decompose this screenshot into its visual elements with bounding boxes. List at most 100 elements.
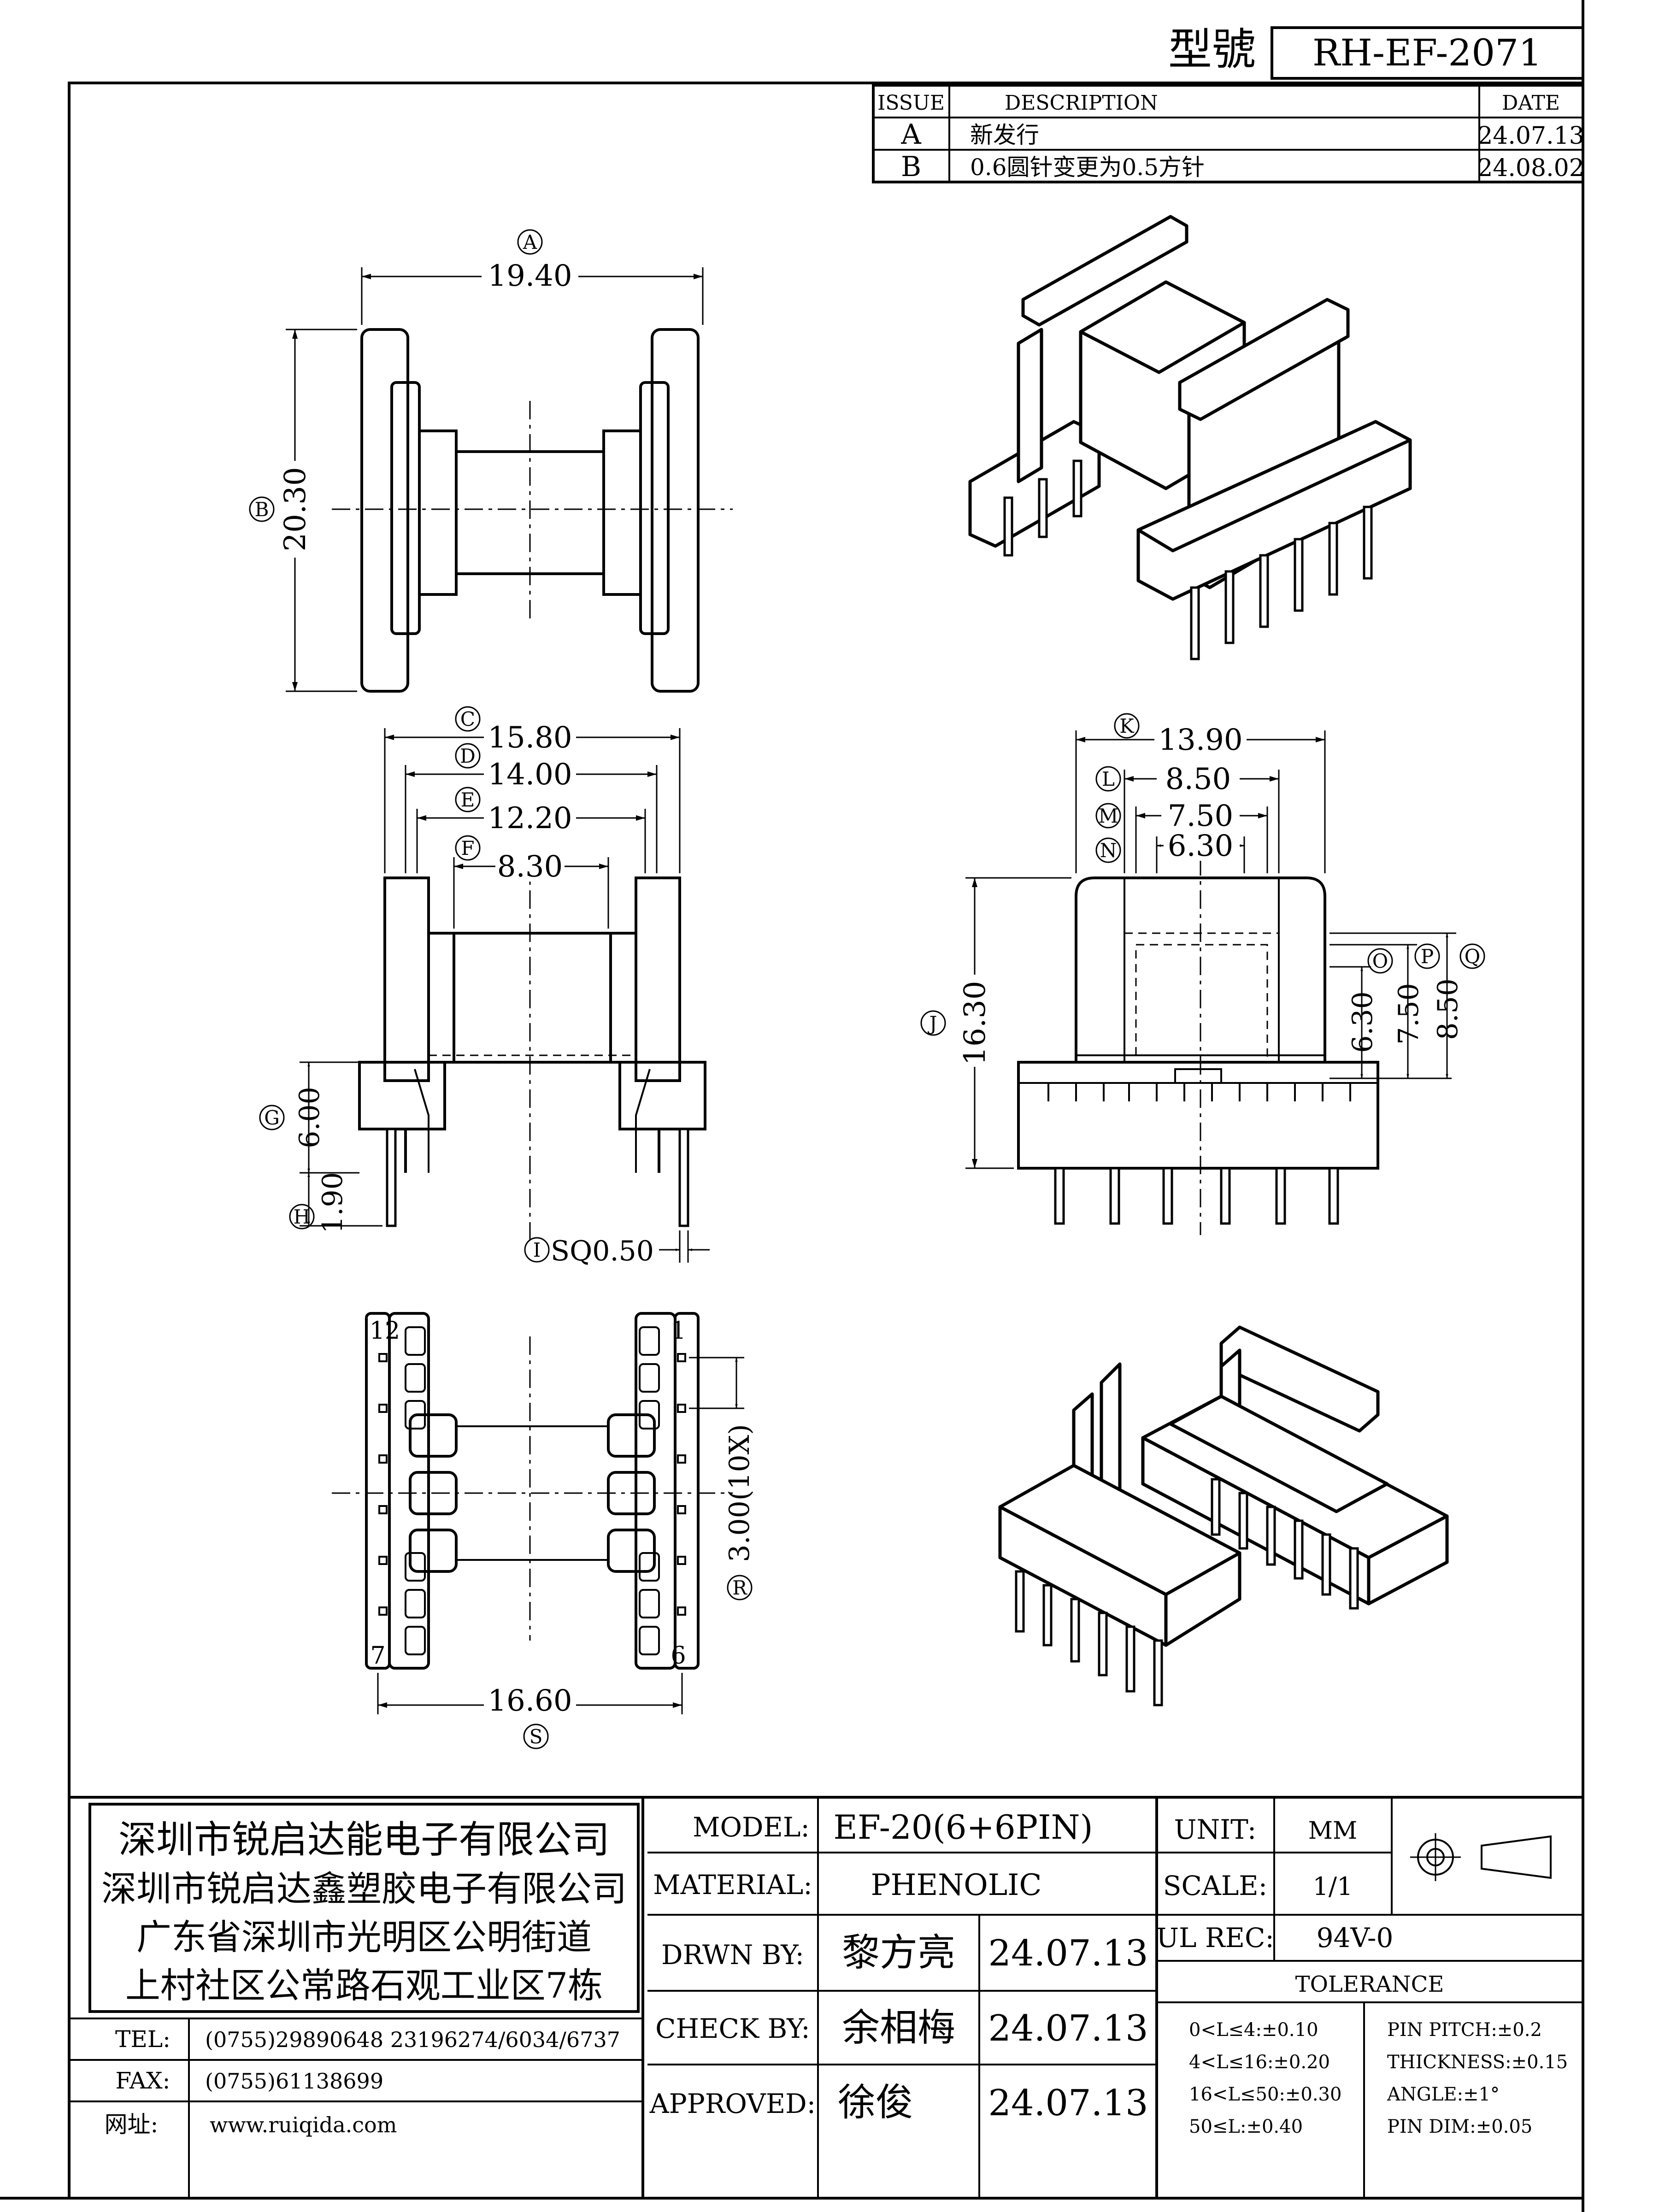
company-line-1: 深圳市锐启达能电子有限公司 [118, 1818, 610, 1862]
svg-text:E: E [461, 788, 475, 811]
svg-text:I: I [533, 1239, 541, 1261]
svg-text:C: C [460, 708, 475, 730]
model-number-value: RH-EF-2071 [1312, 31, 1542, 74]
dim-s: 16.60 S [377, 1673, 683, 1749]
svg-text:H: H [294, 1206, 311, 1228]
dim-d-value: 14.00 [488, 758, 572, 792]
ul-value: 94V-0 [1317, 1922, 1394, 1953]
dim-m-value: 7.50 [1168, 799, 1234, 833]
company-line-2: 深圳市锐启达鑫塑胶电子有限公司 [101, 1868, 627, 1909]
dim-f-value: 8.30 [497, 850, 563, 884]
svg-text:M: M [1098, 805, 1118, 827]
company-line-4: 上村社区公常路石观工业区7栋 [125, 1965, 603, 2006]
dim-b: B 20.30 [249, 329, 357, 692]
dim-a: A 19.40 [361, 229, 704, 325]
dim-e: E 12.20 [416, 787, 646, 873]
fax-value: (0755)61138699 [205, 2069, 383, 2094]
svg-text:J: J [928, 1012, 937, 1035]
revision-a-description: 新发行 [970, 122, 1039, 148]
top-view [332, 328, 733, 693]
dim-e-value: 12.20 [488, 801, 572, 835]
dim-j: J 16.30 [920, 877, 1071, 1169]
tolerance-right-3: ANGLE:±1° [1387, 2084, 1500, 2105]
dim-k-value: 13.90 [1158, 723, 1242, 757]
dim-f: F 8.30 [453, 835, 609, 929]
dim-b-value: 20.30 [278, 467, 312, 551]
scale-value: 1/1 [1313, 1872, 1353, 1901]
ul-label: UL REC: [1156, 1922, 1274, 1953]
pin-label-1: 1 [671, 1317, 686, 1345]
dim-i: I SQ0.50 [524, 1230, 710, 1267]
isometric-view-top [968, 215, 1412, 660]
dim-n: N 6.30 [1095, 829, 1245, 873]
svg-text:F: F [461, 837, 474, 859]
fax-label: FAX: [116, 2067, 171, 2094]
dim-r-value: 3.00(10X) [724, 1424, 756, 1562]
dim-j-value: 16.30 [958, 981, 992, 1065]
dim-i-value: SQ0.50 [551, 1235, 654, 1267]
revision-header-date: DATE [1502, 91, 1560, 115]
drawn-label: DRWN BY: [661, 1939, 804, 1971]
dim-d: D 14.00 [405, 743, 658, 873]
drawn-date: 24.07.13 [988, 1933, 1148, 1974]
model-value: EF-20(6+6PIN) [833, 1808, 1093, 1847]
dim-o-value: 6.30 [1347, 991, 1379, 1053]
model-number-header: 型號 RH-EF-2071 [1168, 24, 1584, 80]
bottom-view: 12 1 7 6 [332, 1312, 733, 1670]
svg-text:A: A [523, 231, 537, 253]
side-view-pins [1054, 1167, 1339, 1225]
material-label: MATERIAL: [653, 1869, 812, 1900]
side-view [1017, 857, 1379, 1235]
scale-label: SCALE: [1163, 1870, 1267, 1901]
model-label: MODEL: [693, 1812, 810, 1843]
tolerance-right-1: PIN PITCH:±0.2 [1387, 2019, 1542, 2041]
svg-text:S: S [529, 1725, 543, 1748]
dim-k: K 13.90 [1075, 713, 1326, 873]
svg-text:N: N [1100, 839, 1117, 862]
web-label: 网址: [105, 2111, 159, 2138]
unit-value: MM [1308, 1817, 1358, 1845]
pin-label-12: 12 [370, 1317, 400, 1345]
dim-h: H 1.90 [289, 1172, 382, 1234]
svg-text:L: L [1102, 768, 1115, 790]
revision-a-date: 24.07.13 [1477, 122, 1584, 150]
unit-label: UNIT: [1174, 1814, 1257, 1845]
svg-text:G: G [264, 1106, 280, 1129]
isometric-view-bottom [998, 1325, 1449, 1706]
dim-g-value: 6.00 [294, 1087, 326, 1148]
isometric-top-pins [1003, 459, 1373, 660]
dim-a-value: 19.40 [488, 259, 572, 293]
revision-b-description: 0.6圆针变更为0.5方针 [970, 154, 1205, 181]
tel-value: (0755)29890648 23196274/6034/6737 [205, 2027, 620, 2052]
svg-text:O: O [1372, 950, 1388, 972]
material-value: PHENOLIC [871, 1868, 1042, 1902]
dim-q-value: 8.50 [1432, 978, 1464, 1040]
isometric-bottom-pins [1015, 1478, 1359, 1706]
tel-label: TEL: [115, 2026, 171, 2053]
svg-text:B: B [255, 498, 269, 521]
svg-text:K: K [1119, 715, 1135, 737]
dim-g: G 6.00 [259, 1061, 359, 1174]
dim-r: 3.00(10X) R [689, 1357, 756, 1600]
drawn-name: 黎方亮 [842, 1931, 955, 1975]
svg-text:P: P [1421, 945, 1434, 968]
revision-header-issue: ISSUE [877, 91, 945, 115]
dim-l: L 8.50 [1095, 762, 1280, 873]
bottom-view-pin-squares [378, 1353, 686, 1616]
revision-a-issue: A [900, 118, 921, 151]
pin-label-7: 7 [370, 1642, 385, 1670]
check-name: 余相梅 [842, 2006, 955, 2050]
dim-h-value: 1.90 [317, 1172, 349, 1234]
revision-table: ISSUE DESCRIPTION DATE A 新发行 24.07.13 B … [872, 84, 1584, 183]
tolerance-right-4: PIN DIM:±0.05 [1387, 2116, 1532, 2137]
dim-l-value: 8.50 [1165, 762, 1231, 796]
tolerance-right-2: THICKNESS:±0.15 [1387, 2052, 1568, 2073]
svg-text:R: R [732, 1577, 747, 1599]
approved-date: 24.07.13 [988, 2083, 1148, 2124]
dim-q: 8.50 Q [1330, 932, 1485, 1078]
svg-text:Q: Q [1465, 945, 1480, 968]
front-view [358, 857, 706, 1244]
approved-name: 徐俊 [838, 2081, 913, 2124]
check-date: 24.07.13 [988, 2008, 1148, 2049]
dim-p-value: 7.50 [1393, 983, 1425, 1045]
